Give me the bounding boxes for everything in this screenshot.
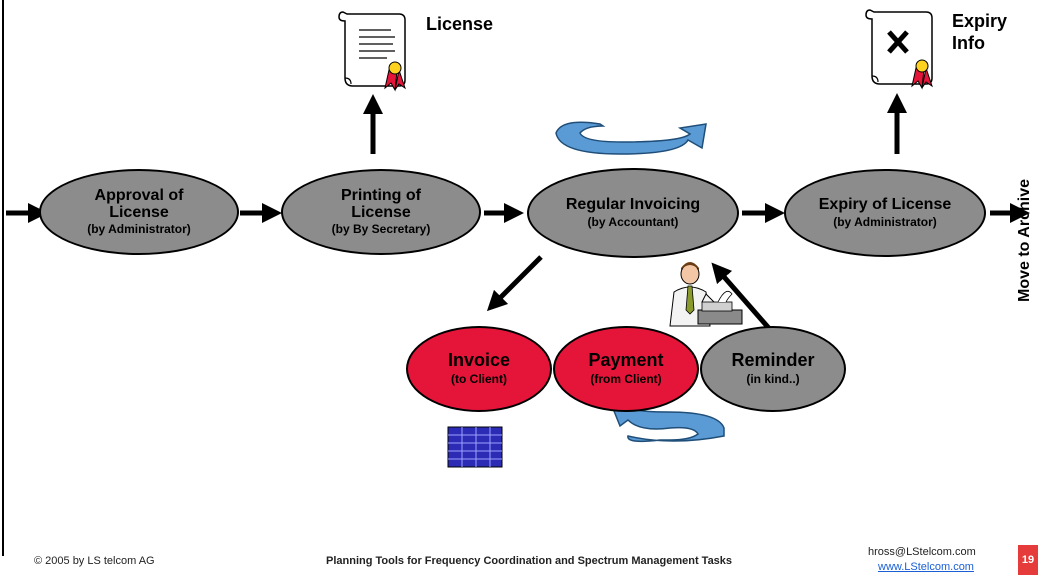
footer-email: hross@LStelcom.com	[868, 546, 976, 558]
footer-title: Planning Tools for Frequency Coordinatio…	[326, 555, 733, 567]
node-invoice[interactable]: Invoice (to Client)	[406, 326, 552, 412]
cycle-arrow-icon-bottom	[610, 401, 725, 443]
node-invoicing[interactable]: Regular Invoicing (by Accountant)	[527, 168, 739, 258]
license-label: License	[426, 14, 494, 34]
node-approval-title: Approval of	[94, 186, 184, 204]
node-approval-sub: (by Administrator)	[87, 222, 191, 237]
node-reminder-title: Reminder	[731, 350, 815, 371]
person-typing-icon	[669, 262, 743, 327]
page-number-badge: 19	[1018, 545, 1038, 575]
arrow-reminder-to-invoicing	[711, 262, 776, 336]
node-payment-title: Payment	[588, 350, 664, 371]
left-border	[2, 0, 4, 556]
node-printing-sub: (by By Secretary)	[331, 222, 431, 237]
node-expiry[interactable]: Expiry of License (by Administrator)	[784, 169, 986, 257]
archive-label: Move to Archive	[1016, 179, 1033, 302]
expiry-info-label-line2: Info	[952, 32, 985, 53]
node-approval-title-2: License	[109, 204, 169, 222]
node-invoicing-sub: (by Accountant)	[587, 214, 679, 229]
node-invoicing-title: Regular Invoicing	[565, 196, 701, 214]
node-expiry-sub: (by Administrator)	[833, 214, 937, 229]
node-invoice-title: Invoice	[447, 350, 511, 371]
node-payment-sub: (from Client)	[590, 371, 662, 386]
node-approval[interactable]: Approval of License (by Administrator)	[39, 169, 239, 255]
footer-website-link[interactable]: www.LStelcom.com	[878, 561, 974, 573]
arrow-to-invoice	[486, 255, 543, 312]
spreadsheet-icon	[447, 426, 503, 468]
expiry-info-label-line1: Expiry	[952, 11, 1008, 31]
expiry-scroll-icon	[865, 9, 933, 90]
node-printing-title-2: License	[351, 204, 411, 222]
node-reminder-sub: (in kind..)	[746, 371, 800, 386]
node-printing[interactable]: Printing of License (by By Secretary)	[281, 169, 481, 255]
footer-copyright: © 2005 by LS telcom AG	[34, 555, 155, 567]
node-expiry-title: Expiry of License	[818, 196, 952, 214]
node-invoice-sub: (to Client)	[451, 371, 507, 386]
expiry-info-label: Expiry Info	[952, 11, 1007, 54]
license-scroll-icon	[338, 11, 406, 92]
cycle-arrow-icon-top	[555, 121, 707, 155]
node-payment[interactable]: Payment (from Client)	[553, 326, 699, 412]
node-reminder[interactable]: Reminder (in kind..)	[700, 326, 846, 412]
node-printing-title: Printing of	[341, 186, 421, 204]
